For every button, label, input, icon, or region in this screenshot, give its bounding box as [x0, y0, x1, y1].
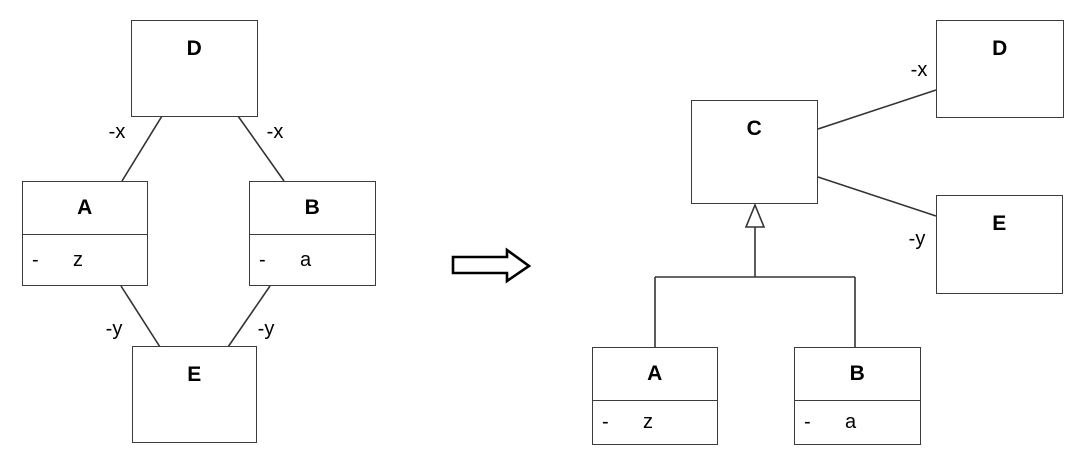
attribute-row: - a: [250, 234, 375, 285]
class-name: B: [849, 362, 866, 385]
attribute-visibility: -: [32, 248, 39, 271]
generalization-triangle: [744, 202, 766, 228]
edge-after-c-e: [817, 176, 937, 217]
attribute-visibility: -: [804, 411, 811, 433]
attribute-name: z: [643, 411, 653, 433]
attribute-visibility: -: [259, 248, 266, 271]
edge-label-before-d-b: -x: [266, 121, 284, 143]
class-box-before-e: E: [132, 346, 257, 443]
attribute-name: a: [845, 411, 857, 433]
class-name: E: [992, 212, 1007, 235]
attribute-row: - z: [23, 234, 147, 285]
edge-before-d-a: [121, 115, 163, 182]
edge-after-c-d: [817, 89, 937, 130]
attribute-name: a: [300, 248, 312, 271]
edge-label-before-a-e: -y: [105, 318, 123, 340]
attribute-row: - a: [795, 400, 920, 444]
class-name: C: [746, 117, 763, 140]
edge-label-before-b-e: -y: [257, 318, 275, 340]
class-box-before-b: B - a: [249, 181, 376, 286]
class-box-after-c: C: [691, 100, 818, 204]
class-name: D: [992, 37, 1008, 60]
class-box-before-d: D: [131, 20, 258, 117]
attribute-visibility: -: [602, 411, 609, 433]
class-name: B: [304, 196, 321, 219]
edge-label-after-c-e: -y: [908, 228, 926, 250]
class-box-after-e: E: [936, 195, 1063, 294]
edge-label-after-c-d: -x: [910, 59, 928, 81]
class-box-after-d: D: [936, 20, 1064, 118]
class-name: E: [187, 363, 202, 386]
class-name: A: [647, 362, 663, 385]
class-box-after-a: A - z: [592, 347, 718, 445]
refactor-arrow-icon: [451, 247, 532, 284]
edge-label-before-d-a: -x: [108, 121, 126, 143]
attribute-name: z: [73, 248, 83, 271]
class-box-before-a: A - z: [22, 181, 148, 286]
edge-before-d-b: [237, 115, 285, 182]
edge-before-a-e: [120, 285, 161, 348]
class-name: D: [186, 37, 203, 60]
class-box-after-b: B - a: [794, 347, 921, 445]
class-name: A: [77, 196, 93, 219]
attribute-row: - z: [593, 400, 717, 444]
edge-before-b-e: [227, 285, 271, 348]
